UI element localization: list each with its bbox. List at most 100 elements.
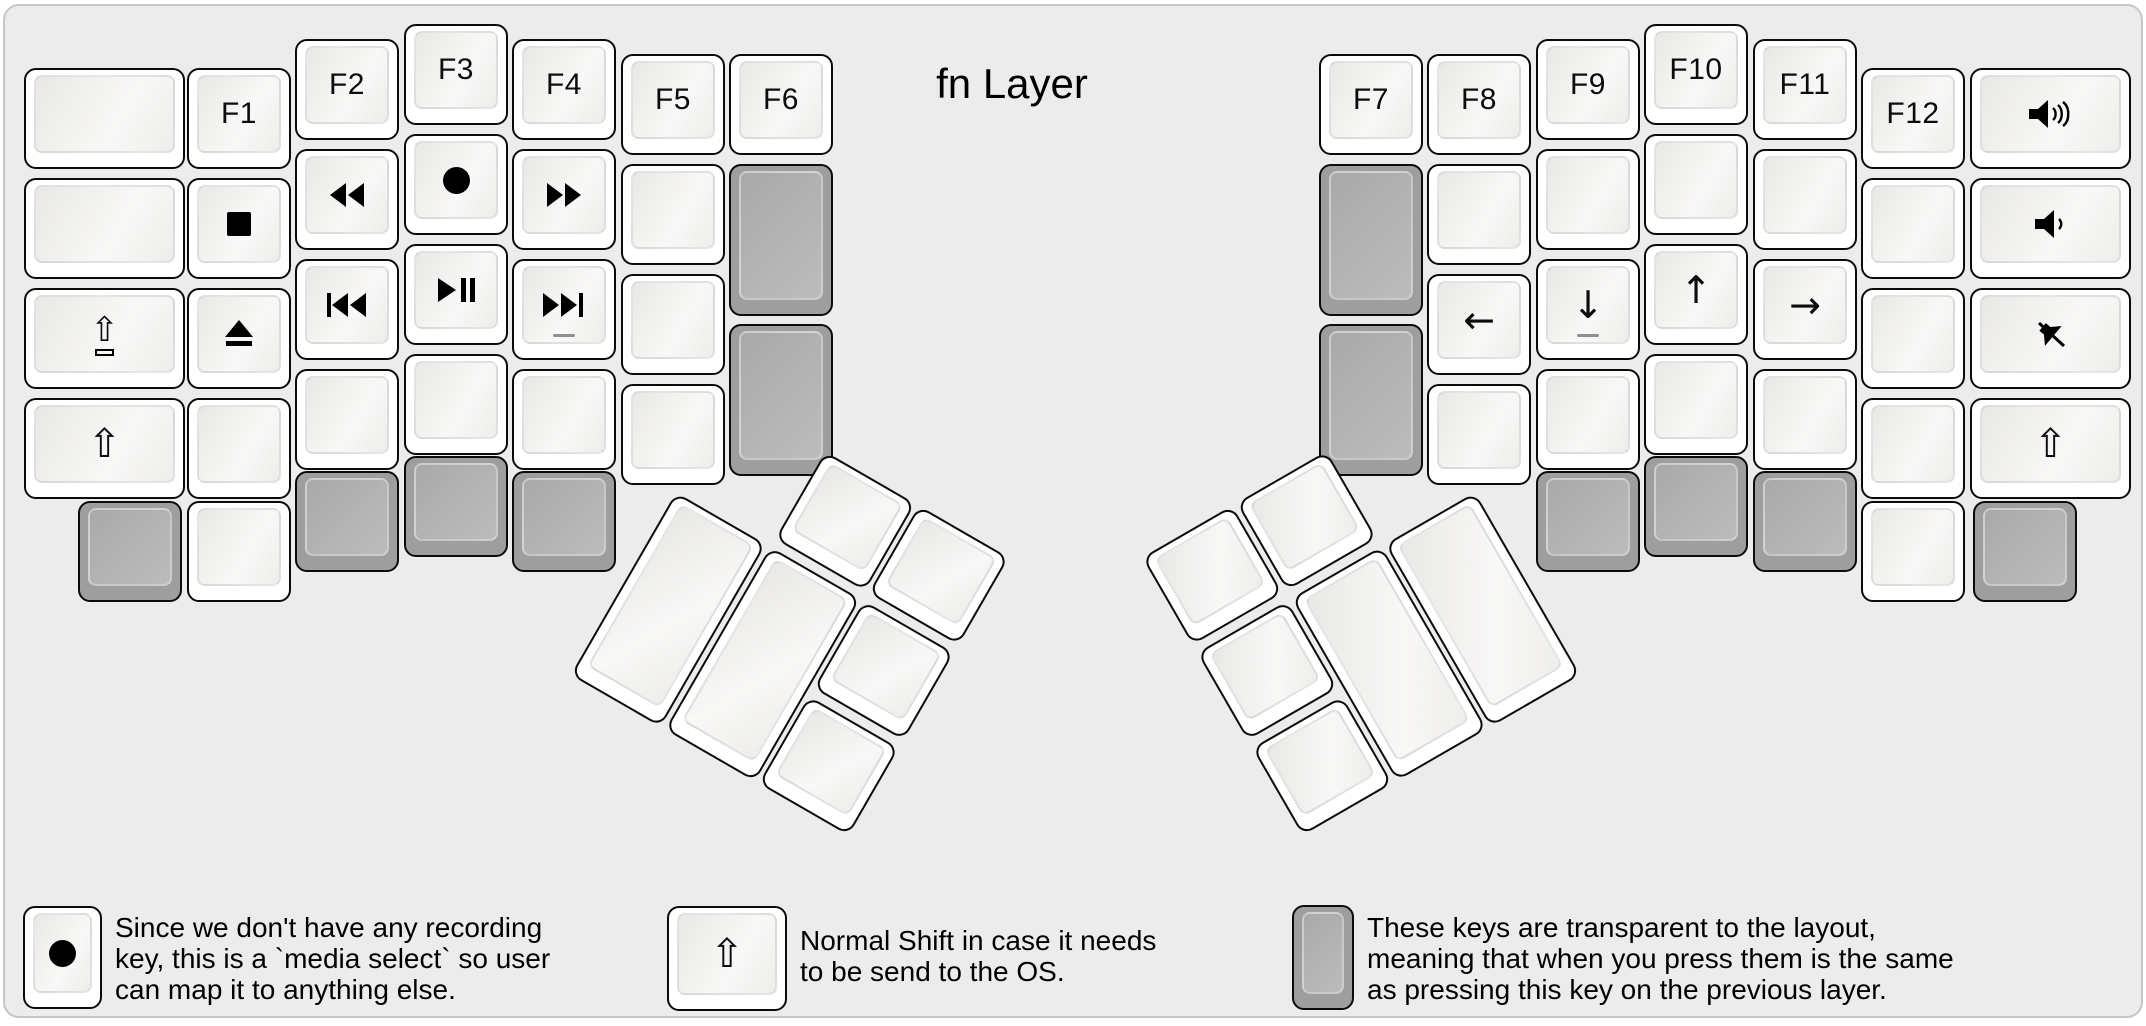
keycap-top: [1980, 75, 2121, 153]
key-transparent[interactable]: [1536, 471, 1640, 572]
key-record[interactable]: [404, 134, 508, 235]
key-blank[interactable]: [1753, 149, 1857, 250]
keycap-top: F4: [522, 46, 606, 124]
keycap-top: [1871, 508, 1955, 586]
key-blank[interactable]: [1861, 178, 1965, 279]
key-transparent[interactable]: [729, 164, 833, 316]
keycap-top: [88, 508, 172, 586]
keycap-top: [775, 707, 887, 817]
key-f9[interactable]: F9: [1536, 39, 1640, 140]
keycap-top: F5: [631, 61, 715, 139]
key-blank[interactable]: [1861, 501, 1965, 602]
keycap-top: [1546, 376, 1630, 454]
key-transparent[interactable]: [729, 324, 833, 476]
key-arrow-up[interactable]: ↑: [1644, 244, 1748, 345]
key-mute[interactable]: [1970, 288, 2131, 389]
key-prev-track[interactable]: [295, 259, 399, 360]
key-blank[interactable]: [187, 501, 291, 602]
key-blank[interactable]: [187, 398, 291, 499]
keycap-top: F8: [1437, 61, 1521, 139]
key-f12[interactable]: F12: [1861, 68, 1965, 169]
note-line: Normal Shift in case it needs: [800, 925, 1157, 956]
note-text: These keys are transparent to the layout…: [1367, 912, 1954, 1005]
key-transparent[interactable]: [78, 501, 182, 602]
key-transparent[interactable]: [1644, 456, 1748, 557]
keycap-top: [1264, 707, 1376, 817]
key-fast-forward[interactable]: [512, 149, 616, 250]
keycap-top: [197, 185, 281, 263]
key-volume-down[interactable]: [1970, 178, 2131, 279]
next-track-icon: [541, 291, 587, 319]
key-blank[interactable]: [621, 164, 725, 265]
key-f6[interactable]: F6: [729, 54, 833, 155]
key-next-track[interactable]: [512, 259, 616, 360]
key-transparent[interactable]: [1319, 324, 1423, 476]
key-play-pause[interactable]: [404, 244, 508, 345]
key-blank[interactable]: [512, 369, 616, 470]
key-blank[interactable]: [24, 68, 185, 169]
key-blank[interactable]: [1427, 164, 1531, 265]
keycap-top: [33, 913, 92, 993]
volume-up-icon: [2027, 97, 2075, 131]
keycap-top: [1654, 361, 1738, 439]
key-f11[interactable]: F11: [1753, 39, 1857, 140]
key-shift-right[interactable]: ⇧: [1970, 398, 2131, 499]
key-blank[interactable]: [404, 354, 508, 455]
keycap-top: [1546, 156, 1630, 234]
key-transparent[interactable]: [512, 471, 616, 572]
key-label: F6: [762, 83, 799, 116]
keycap-top: [522, 478, 606, 556]
key-arrow-left[interactable]: ←: [1427, 274, 1531, 375]
key-rewind[interactable]: [295, 149, 399, 250]
key-caps-lock[interactable]: ⇧: [24, 288, 185, 389]
key-f5[interactable]: F5: [621, 54, 725, 155]
play-pause-icon: [435, 276, 477, 304]
key-arrow-right[interactable]: →: [1753, 259, 1857, 360]
keycap-top: F1: [197, 75, 281, 153]
key-f8[interactable]: F8: [1427, 54, 1531, 155]
key-shift-left[interactable]: ⇧: [24, 398, 185, 499]
keycap-top: F9: [1546, 46, 1630, 124]
keycap-top: [1871, 185, 1955, 263]
key-blank[interactable]: [1861, 398, 1965, 499]
key-blank[interactable]: [1536, 149, 1640, 250]
key-blank[interactable]: [24, 178, 185, 279]
key-blank[interactable]: [1753, 369, 1857, 470]
key-blank[interactable]: [295, 369, 399, 470]
key-label: F12: [1886, 97, 1940, 130]
key-f7[interactable]: F7: [1319, 54, 1423, 155]
key-f4[interactable]: F4: [512, 39, 616, 140]
key-f2[interactable]: F2: [295, 39, 399, 140]
key-f3[interactable]: F3: [404, 24, 508, 125]
key-blank[interactable]: [1861, 288, 1965, 389]
key-volume-up[interactable]: [1970, 68, 2131, 169]
key-blank[interactable]: [1427, 384, 1531, 485]
key-transparent[interactable]: [1753, 471, 1857, 572]
key-blank[interactable]: [1644, 354, 1748, 455]
key-f1[interactable]: F1: [187, 68, 291, 169]
key-stop[interactable]: [187, 178, 291, 279]
key-blank[interactable]: [1644, 134, 1748, 235]
key-transparent[interactable]: [1319, 164, 1423, 316]
key-blank[interactable]: [621, 384, 725, 485]
key-transparent[interactable]: [1973, 501, 2077, 602]
key-arrow-down[interactable]: ↓: [1536, 259, 1640, 360]
key-blank[interactable]: [621, 274, 725, 375]
keycap-top: F2: [305, 46, 389, 124]
note-sample-key: [23, 906, 102, 1009]
key-label: F10: [1669, 53, 1723, 86]
key-label: F2: [328, 68, 365, 101]
keycap-top: [1154, 516, 1266, 627]
key-f10[interactable]: F10: [1644, 24, 1748, 125]
keycap-top: [1437, 171, 1521, 249]
note-line: to be send to the OS.: [800, 956, 1065, 987]
key-eject[interactable]: [187, 288, 291, 389]
fast-forward-icon: [543, 181, 585, 209]
key-blank[interactable]: [1536, 369, 1640, 470]
key-transparent[interactable]: [295, 471, 399, 572]
keycap-top: F12: [1871, 75, 1955, 153]
caps-lock-icon: ⇧: [90, 313, 119, 356]
key-transparent[interactable]: [404, 456, 508, 557]
